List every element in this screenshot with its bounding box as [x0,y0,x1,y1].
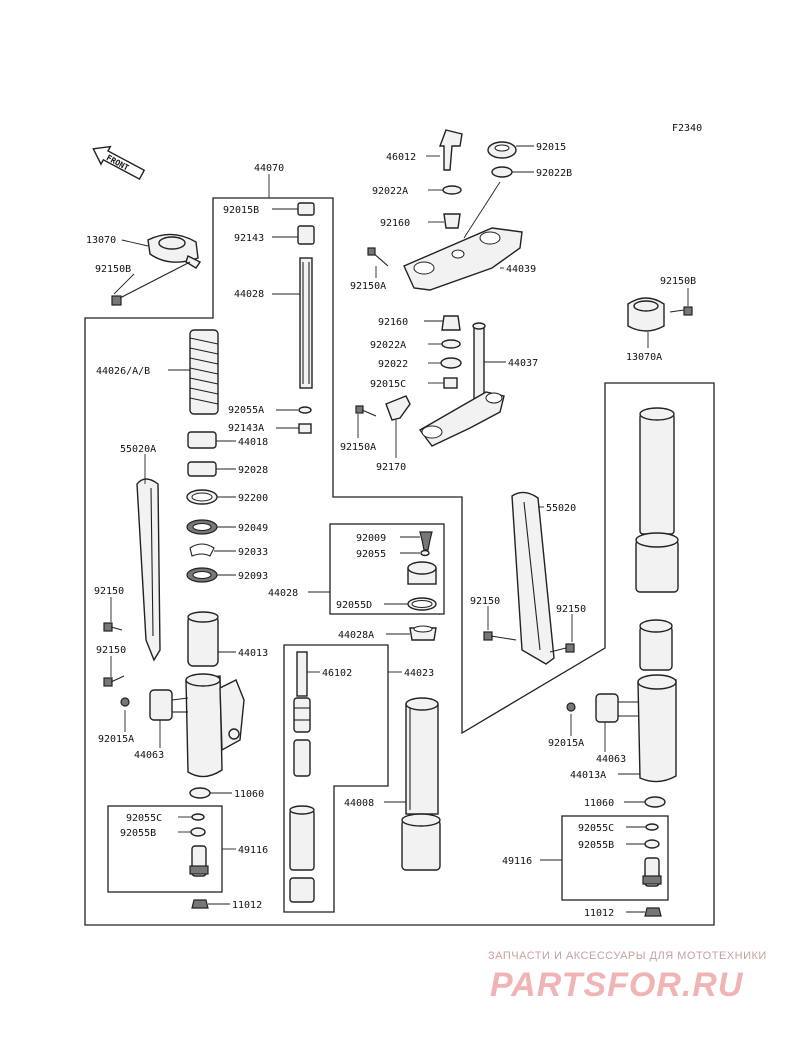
label-46102: 46102 [322,668,352,679]
label-92150A-top: 92150A [350,281,386,292]
fork-guard-55020 [483,491,575,665]
damper-parts [272,202,315,434]
label-92055C-left: 92055C [126,813,162,824]
label-44013A: 44013A [570,770,606,781]
fork-guard-55020A [103,454,161,687]
label-44037: 44037 [508,358,538,369]
label-92160-top: 92160 [380,218,410,229]
handlebar-clamp-13070A [627,288,693,348]
callout-labels: 44070 92015B 92143 13070 92150B 44028 44… [86,142,696,919]
label-44018: 44018 [238,437,268,448]
label-92015: 92015 [536,142,566,153]
cap-kit-box [329,523,445,615]
label-44008: 44008 [344,798,374,809]
label-92015A-left: 92015A [98,734,134,745]
label-13070: 13070 [86,235,116,246]
label-92150A-bottom: 92150A [340,442,376,453]
watermark-tagline: ЗАПЧАСТИ И АКСЕССУАРЫ ДЛЯ МОТОТЕХНИКИ [488,950,767,962]
fork-spring-44026 [168,329,219,415]
label-92055A: 92055A [228,405,264,416]
steering-stem-44037 [355,315,506,458]
label-92150-right-2: 92150 [556,604,586,615]
front-arrow-icon: FRONT [92,145,146,181]
label-44039: 44039 [506,264,536,275]
label-92170: 92170 [376,462,406,473]
label-92009: 92009 [356,533,386,544]
label-92055B-left: 92055B [120,828,156,839]
group-outline-44070 [84,197,715,926]
label-46012: 46012 [386,152,416,163]
label-92055: 92055 [356,549,386,560]
label-92150B-left: 92150B [95,264,131,275]
label-44013: 44013 [238,648,268,659]
label-92049: 92049 [238,523,268,534]
label-11060-left: 11060 [234,789,264,800]
label-92143: 92143 [234,233,264,244]
inner-tube-44008 [384,697,441,871]
fork-seals [186,431,236,583]
label-92033: 92033 [238,547,268,558]
label-92022: 92022 [378,359,408,370]
label-55020A: 55020A [120,444,156,455]
label-49116-left: 49116 [238,845,268,856]
valve-kit-box-right [561,815,669,901]
label-44070: 44070 [254,163,284,174]
label-92022A-bottom: 92022A [370,340,406,351]
label-92150B-right: 92150B [660,276,696,287]
label-11060-right: 11060 [584,798,614,809]
label-44026: 44026/A/B [96,366,150,377]
cartridge-parts-46102 [289,651,320,903]
label-92143A: 92143A [228,423,264,434]
label-92055D: 92055D [336,600,372,611]
label-92055B-right: 92055B [578,840,614,851]
label-92160-bottom: 92160 [378,317,408,328]
label-11012-right: 11012 [584,908,614,919]
cartridge-box [283,644,389,913]
label-92028: 92028 [238,465,268,476]
fork-cap-parts [384,531,437,611]
label-92150-left-2: 92150 [96,645,126,656]
label-11012-left: 11012 [232,900,262,911]
label-44023: 44023 [404,668,434,679]
bolt-92150B-left [111,261,191,306]
label-44063-left: 44063 [134,750,164,761]
label-92150-right-1: 92150 [470,596,500,607]
label-92150-left-1: 92150 [94,586,124,597]
label-44063-right: 44063 [596,754,626,765]
fork-tube-right [566,407,679,783]
label-92015B: 92015B [223,205,259,216]
outer-tube-44013-left [120,611,245,778]
label-92055C-right: 92055C [578,823,614,834]
figure-code: F2340 [672,123,702,134]
watermark-brand[interactable]: PARTSFOR.RU [490,966,744,1004]
label-55020: 55020 [546,503,576,514]
label-44028-kit: 44028 [268,588,298,599]
label-49116-right: 49116 [502,856,532,867]
label-13070A: 13070A [626,352,662,363]
label-92200: 92200 [238,493,268,504]
label-92022A-top: 92022A [372,186,408,197]
label-92015A-right: 92015A [548,738,584,749]
label-92093: 92093 [238,571,268,582]
label-44028-rod: 44028 [234,289,264,300]
label-92015C: 92015C [370,379,406,390]
label-92022B: 92022B [536,168,572,179]
label-44028A: 44028A [338,630,374,641]
handlebar-clamp-13070 [111,233,202,306]
upper-triple-clamp-44039 [367,129,534,291]
